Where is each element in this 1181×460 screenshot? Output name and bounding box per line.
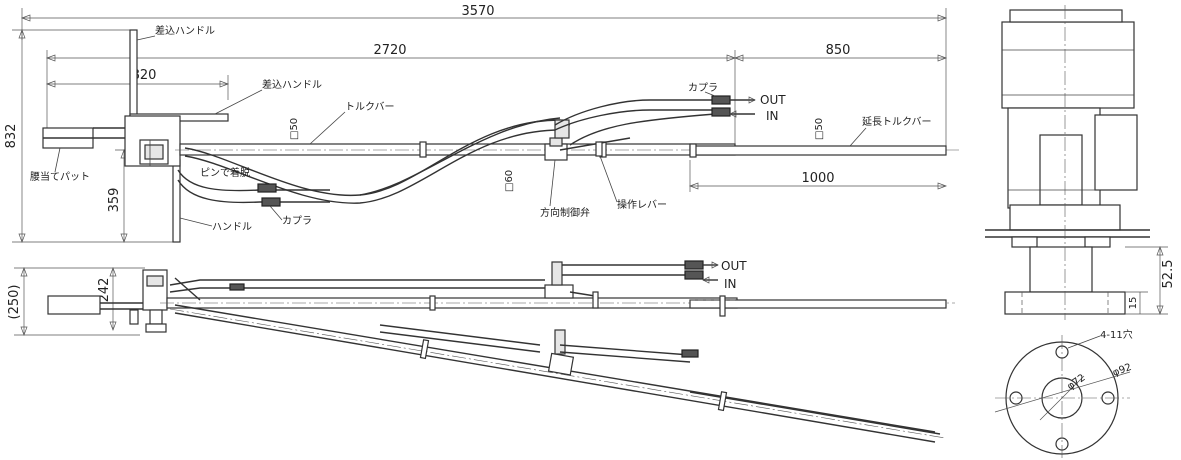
port-out-mid: OUT — [721, 259, 747, 273]
top-view: 3570 2720 850 820 832 359 1000 — [4, 4, 960, 243]
dim-lower-height: 359 — [107, 188, 122, 213]
label-waist-pad: 腰当てパット — [30, 170, 90, 183]
dim-side-242: 242 — [97, 278, 112, 303]
operating-lever — [559, 137, 631, 151]
swung-position — [169, 304, 946, 443]
end-view: 52.5 15 4-11穴 φ72 φ92 — [985, 5, 1176, 458]
label-extension-bar: 延長トルクバー — [862, 116, 932, 128]
port-in-top: IN — [766, 109, 779, 123]
dim-base-52-5: 52.5 — [1161, 260, 1176, 289]
coupler-side-1 — [684, 260, 704, 270]
dim-extension-length: 850 — [826, 43, 851, 58]
dim-main-length: 2720 — [373, 43, 406, 58]
dim-dia-92: φ92 — [1111, 362, 1133, 379]
dim-bar-size-50a: □50 — [289, 118, 300, 140]
dim-bar-size-50b: □50 — [814, 118, 825, 140]
side-view: (250) 242 OUT IN — [7, 259, 955, 443]
dim-holes: 4-11穴 — [1100, 328, 1133, 341]
dim-handle-offset: 820 — [132, 68, 157, 83]
dim-height: 832 — [4, 124, 19, 149]
label-handle: ハンドル — [212, 222, 252, 233]
coupler-bottom-2 — [261, 197, 281, 207]
coupler-side-2 — [684, 270, 704, 280]
hose-top-1 — [554, 99, 715, 126]
dim-extension-overlap: 1000 — [801, 171, 834, 186]
dim-overall-length: 3570 — [461, 4, 494, 19]
label-coupler-bottom: カプラ — [282, 215, 312, 227]
label-coupler-top: カプラ — [688, 82, 718, 94]
label-insert-handle-top: 差込ハンドル — [155, 24, 215, 37]
label-direction-valve: 方向制御弁 — [540, 206, 590, 219]
coupler-top-2 — [711, 107, 731, 117]
dim-side-width: (250) — [7, 285, 22, 320]
coupler-top-1 — [711, 95, 731, 105]
port-out-top: OUT — [760, 93, 786, 107]
extension-bar-side — [689, 299, 947, 309]
end-view-motor — [1001, 21, 1135, 109]
extension-torque-bar — [689, 145, 947, 156]
label-operating-lever: 操作レバー — [617, 198, 667, 211]
port-in-mid: IN — [724, 277, 737, 291]
dim-bar-size-60: □60 — [504, 170, 515, 192]
label-torque-bar: トルクバー — [345, 101, 395, 113]
label-insert-handle-mid: 差込ハンドル — [262, 78, 322, 91]
dim-base-15: 15 — [1128, 297, 1139, 310]
label-pin-detach: ピンで着脱 — [200, 166, 250, 179]
coupler-bottom-1 — [257, 183, 277, 193]
